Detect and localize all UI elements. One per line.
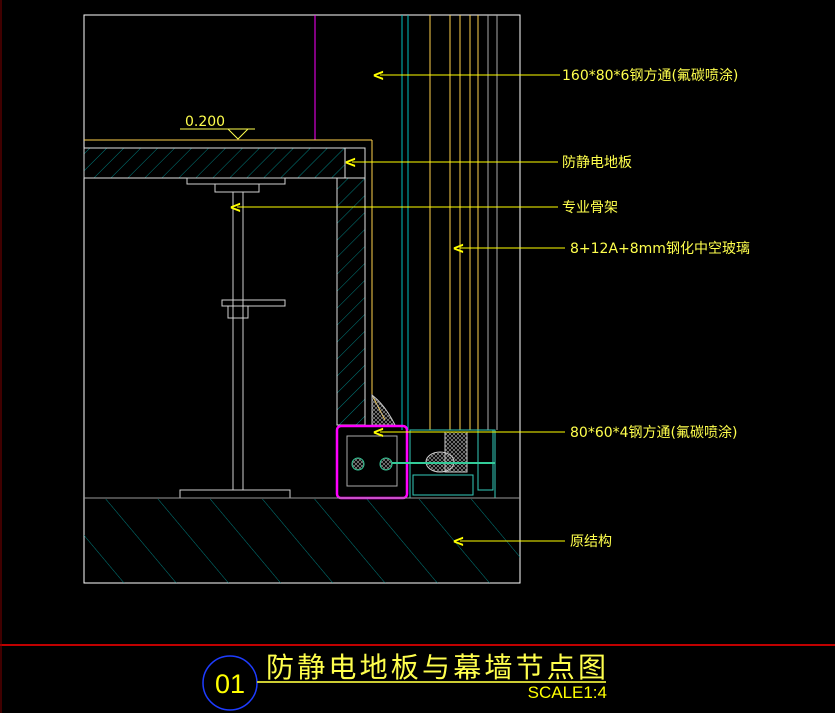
callout-label: 防静电地板 (562, 155, 632, 171)
curtain-wall-mullions (401, 15, 498, 430)
detail-number: 01 (215, 669, 245, 699)
pedestal-support (179, 177, 291, 499)
callout-label: 8+12A+8mm钢化中空玻璃 (570, 240, 750, 257)
arrow-left-icon: < (453, 238, 464, 259)
original-structure (84, 499, 520, 583)
callout: < 原结构 (453, 531, 612, 552)
level-value: 0.200 (185, 114, 225, 130)
skirting-line (371, 140, 386, 421)
title-block: 01 防静电地板与幕墙节点图 SCALE1:4 (202, 651, 607, 711)
callout-label: 80*60*4钢方通(氟碳喷涂) (570, 425, 737, 441)
callout-label: 160*80*6钢方通(氟碳喷涂) (562, 68, 738, 84)
raised-floor-panel (83, 147, 346, 179)
detail-title: 防静电地板与幕墙节点图 (266, 651, 606, 684)
arrow-left-icon: < (373, 422, 384, 443)
callout: < 80*60*4钢方通(氟碳喷涂) (373, 422, 737, 443)
arrow-left-icon: < (230, 197, 241, 218)
level-marker: 0.200 (180, 114, 255, 140)
floor-side-panel (336, 177, 366, 426)
arrow-left-icon: < (453, 531, 464, 552)
arrow-left-icon: < (345, 152, 356, 173)
callout-label: 原结构 (570, 534, 612, 550)
arrow-left-icon: < (373, 65, 384, 86)
callout: < 8+12A+8mm钢化中空玻璃 (453, 238, 750, 259)
callout: < 160*80*6钢方通(氟碳喷涂) (373, 65, 738, 86)
detail-scale: SCALE1:4 (528, 683, 607, 702)
callout-label: 专业骨架 (562, 200, 618, 216)
sealant (371, 393, 396, 426)
callout: < 防静电地板 (345, 152, 632, 173)
callout: < 专业骨架 (230, 197, 618, 218)
